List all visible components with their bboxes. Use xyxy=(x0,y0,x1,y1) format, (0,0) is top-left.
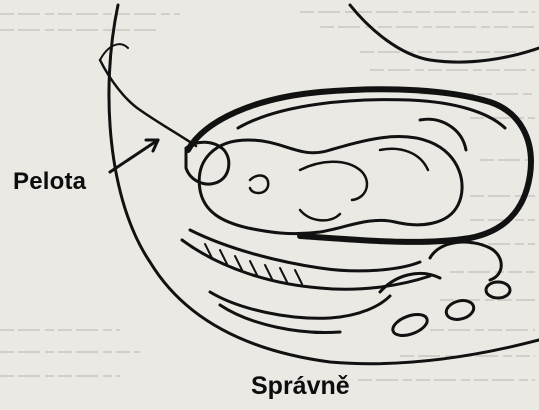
figure-caption: Správně xyxy=(245,372,356,401)
bowel-loop-a xyxy=(390,310,430,339)
bowel-loop-c xyxy=(486,282,510,298)
abdominal-wall xyxy=(350,5,539,62)
catheter-line xyxy=(100,60,196,146)
pelota-callout-label: Pelota xyxy=(10,168,89,196)
bowel-loop-b xyxy=(444,298,476,323)
arrow-icon xyxy=(110,140,158,172)
